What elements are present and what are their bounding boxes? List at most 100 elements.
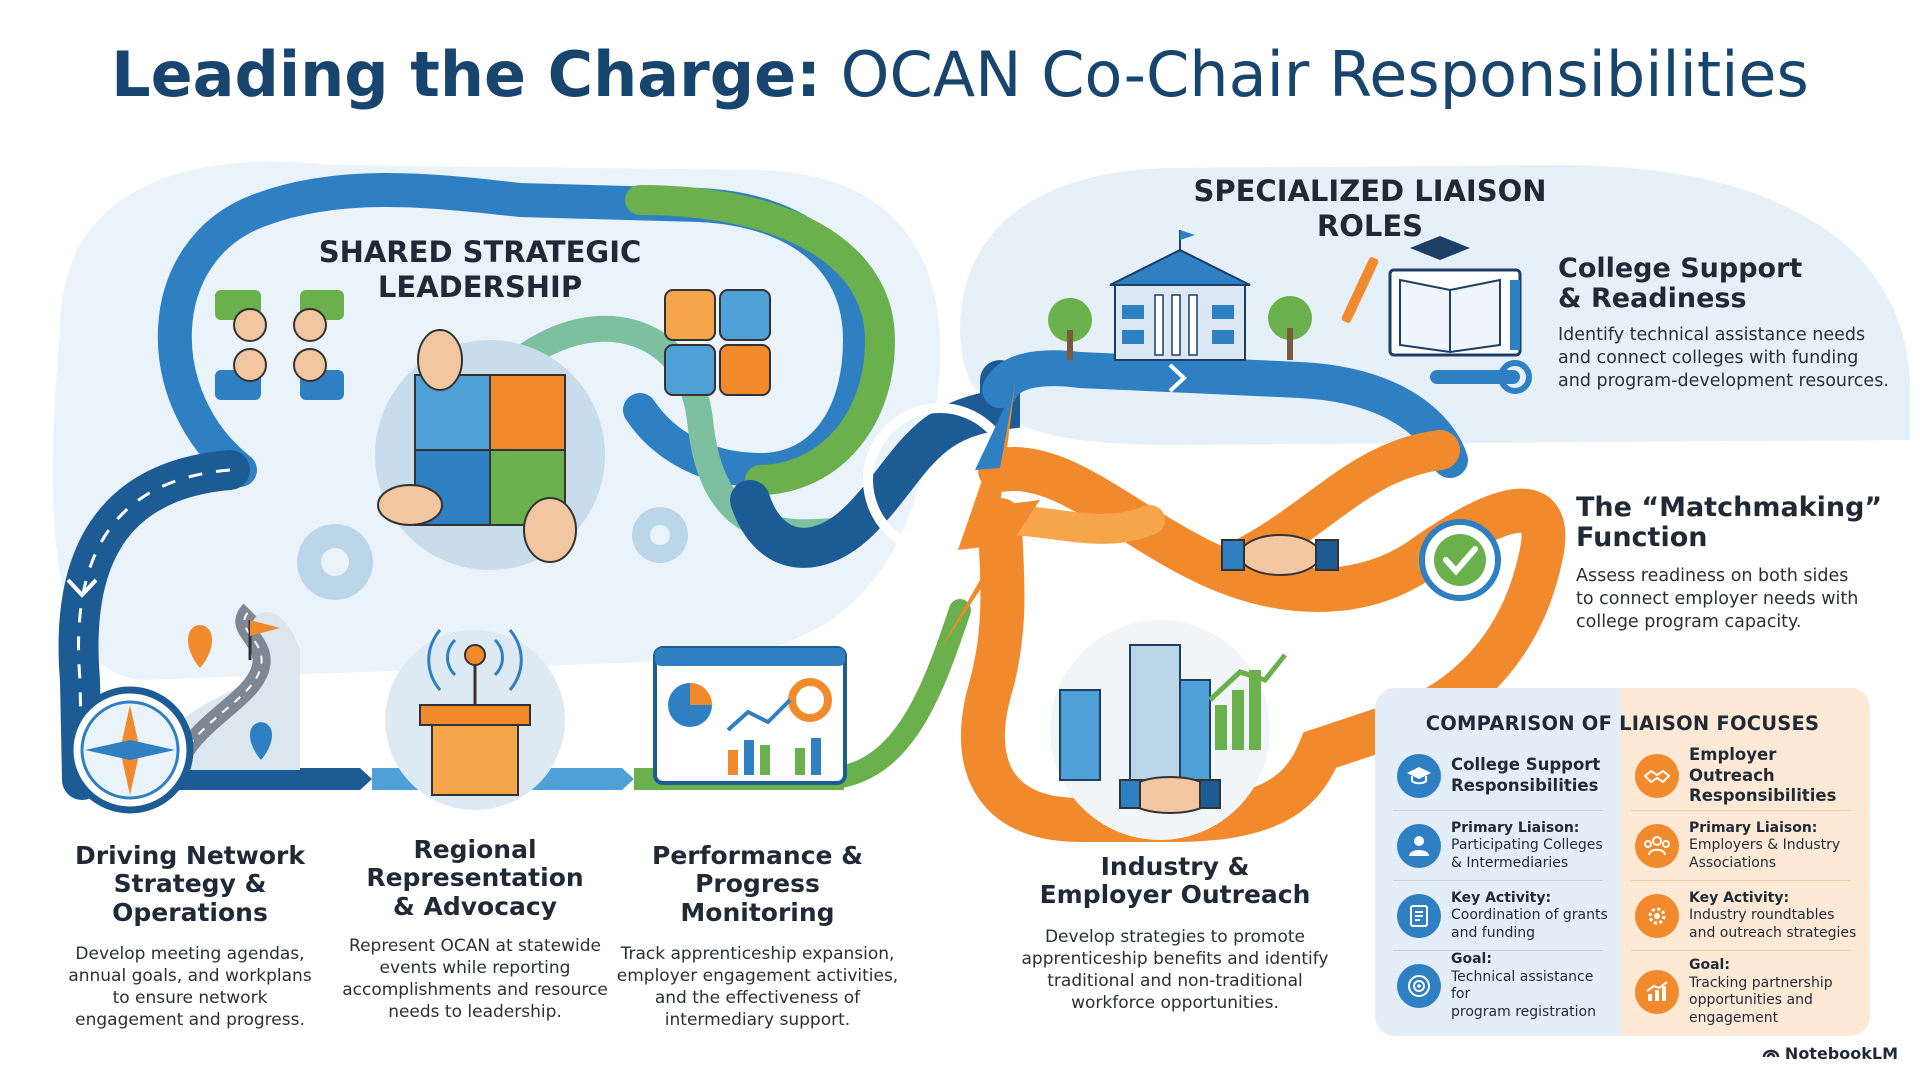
regional-title-line3: & Advocacy: [392, 891, 558, 921]
section-industry-title: Industry & Employer Outreach: [1020, 852, 1330, 910]
performance-body-line: and the effectiveness of: [654, 987, 861, 1008]
growth-chart-icon: [1635, 970, 1679, 1014]
industry-body-line: apprenticeship benefits and identify: [1021, 948, 1329, 969]
section-college: College Support & Readiness Identify tec…: [1558, 253, 1898, 393]
row-label: Key Activity:: [1451, 889, 1552, 906]
puzzle-pieces-icon: [664, 289, 771, 396]
matchmaking-body-line: to connect employer needs with: [1576, 589, 1859, 610]
performance-title-line2: Progress Monitoring: [680, 869, 835, 927]
comparison-right-header-text: Employer Outreach Responsibilities: [1689, 745, 1863, 807]
regional-title-line2: Representation: [366, 863, 584, 893]
graduation-cap-icon: [1397, 754, 1441, 798]
college-title-line1: College Support: [1558, 253, 1803, 284]
industry-body-line: workforce opportunities.: [1071, 992, 1279, 1013]
header-line: Employer Outreach: [1689, 745, 1777, 785]
industry-body-line: traditional and non-traditional: [1047, 970, 1303, 991]
row-line: program registration: [1451, 1003, 1596, 1020]
regional-body-line: Represent OCAN at statewide: [349, 935, 601, 956]
upper-loop-green: [625, 185, 896, 495]
row-divider: [1631, 810, 1851, 811]
section-network-body: Develop meeting agendas, annual goals, a…: [40, 943, 340, 1031]
section-industry: Industry & Employer Outreach Develop str…: [1020, 852, 1330, 1014]
row-divider: [1631, 880, 1851, 881]
specialized-liaison-heading: SPECIALIZED LIAISON ROLES: [1193, 174, 1547, 243]
college-body-line: and connect colleges with funding: [1558, 348, 1859, 369]
row-divider: [1393, 880, 1603, 881]
performance-body-line: Track apprenticeship expansion,: [620, 943, 895, 964]
network-body-line: annual goals, and workplans: [68, 965, 312, 986]
comparison-left-row-text: Key Activity: Coordination of grants and…: [1451, 890, 1608, 943]
college-title-line2: & Readiness: [1558, 283, 1747, 315]
compass-map-icon: [66, 603, 300, 814]
brand-label: NotebookLM: [1784, 1044, 1898, 1063]
section-network-title: Driving Network Strategy & Operations: [40, 841, 340, 927]
regional-body-line: needs to leadership.: [388, 1002, 562, 1023]
industry-title-line1: Industry &: [1100, 852, 1250, 881]
row-line: Technical assistance for: [1451, 968, 1594, 1003]
performance-body-line: employer engagement activities,: [616, 965, 899, 986]
network-body-line: engagement and progress.: [75, 1010, 305, 1031]
header-line: Responsibilities: [1689, 786, 1837, 806]
comparison-right-row-text: Goal: Tracking partnership opportunities…: [1689, 957, 1833, 1027]
row-line: and funding: [1451, 924, 1535, 941]
green-connector: [809, 599, 971, 790]
row-line: Coordination of grants: [1451, 907, 1608, 924]
network-title-line2: Strategy & Operations: [112, 869, 268, 927]
row-label: Key Activity:: [1689, 889, 1790, 906]
regional-body-line: accomplishments and resource: [342, 979, 608, 1000]
section-regional-body: Represent OCAN at statewide events while…: [335, 935, 615, 1023]
section-college-body: Identify technical assistance needs and …: [1558, 324, 1898, 392]
comparison-left-row-text: Goal: Technical assistance for program r…: [1451, 951, 1617, 1021]
gear-icon: [1635, 894, 1679, 938]
podium-icon: [385, 629, 565, 810]
network-title-line1: Driving Network: [75, 841, 305, 870]
title-part1: Leading the Charge:: [111, 38, 821, 111]
industry-title-line2: Employer Outreach: [1039, 880, 1311, 910]
section-network: Driving Network Strategy & Operations De…: [40, 841, 340, 1031]
row-line: and outreach strategies: [1689, 924, 1857, 941]
shared-heading-line2: LEADERSHIP: [377, 269, 583, 304]
row-divider: [1631, 950, 1851, 951]
section-matchmaking: The “Matchmaking” Function Assess readin…: [1576, 492, 1896, 634]
section-performance-title: Performance & Progress Monitoring: [615, 841, 900, 927]
performance-body-line: intermediary support.: [664, 1010, 851, 1031]
row-label: Goal:: [1451, 951, 1492, 967]
comparison-right-row-text: Primary Liaison: Employers & Industry As…: [1689, 820, 1840, 873]
row-label: Goal:: [1689, 957, 1730, 973]
comparison-left-header: College Support Responsibilities: [1397, 744, 1617, 808]
performance-title-line1: Performance &: [652, 841, 863, 870]
comparison-left-row-text: Primary Liaison: Participating Colleges …: [1451, 820, 1603, 873]
matchmaking-title-line2: Function: [1576, 522, 1708, 554]
row-line: Employers & Industry: [1689, 837, 1841, 854]
row-line: engagement: [1689, 1009, 1779, 1026]
network-body-line: to ensure network: [112, 987, 268, 1008]
section-college-title: College Support & Readiness: [1558, 253, 1898, 315]
page-title: Leading the Charge: OCAN Co-Chair Respon…: [0, 38, 1920, 112]
header-line: College Support: [1451, 755, 1601, 775]
section-performance: Performance & Progress Monitoring Track …: [615, 841, 900, 1031]
row-divider: [1393, 950, 1603, 951]
people-icon: [1397, 824, 1441, 868]
regional-title-line1: Regional: [413, 835, 537, 864]
row-line: Participating Colleges: [1451, 837, 1603, 854]
section-regional: Regional Representation & Advocacy Repre…: [335, 835, 615, 1023]
brand-logo-icon: [1762, 1044, 1780, 1063]
handshake-icon: [1221, 534, 1339, 576]
checkmark-icon: [1419, 519, 1501, 601]
industry-body-line: Develop strategies to promote: [1044, 926, 1306, 947]
target-icon: [1397, 964, 1441, 1008]
brand-badge: NotebookLM: [1762, 1044, 1898, 1063]
comparison-right-row: Goal: Tracking partnership opportunities…: [1635, 957, 1863, 1027]
title-part2: OCAN Co-Chair Responsibilities: [840, 38, 1809, 111]
section-regional-title: Regional Representation & Advocacy: [335, 835, 615, 921]
gear-icon: [297, 507, 688, 600]
college-body-line: and program-development resources.: [1558, 370, 1889, 391]
section-performance-body: Track apprenticeship expansion, employer…: [615, 943, 900, 1031]
row-line: Tracking partnership: [1689, 974, 1833, 991]
comparison-left-header-text: College Support Responsibilities: [1451, 755, 1600, 796]
comparison-right-row: Primary Liaison: Employers & Industry As…: [1635, 814, 1863, 878]
section-industry-body: Develop strategies to promote apprentice…: [1020, 926, 1330, 1014]
city-growth-icon: [1050, 620, 1287, 840]
timeline-segment-1: [150, 768, 360, 790]
header-line: Responsibilities: [1451, 776, 1599, 795]
